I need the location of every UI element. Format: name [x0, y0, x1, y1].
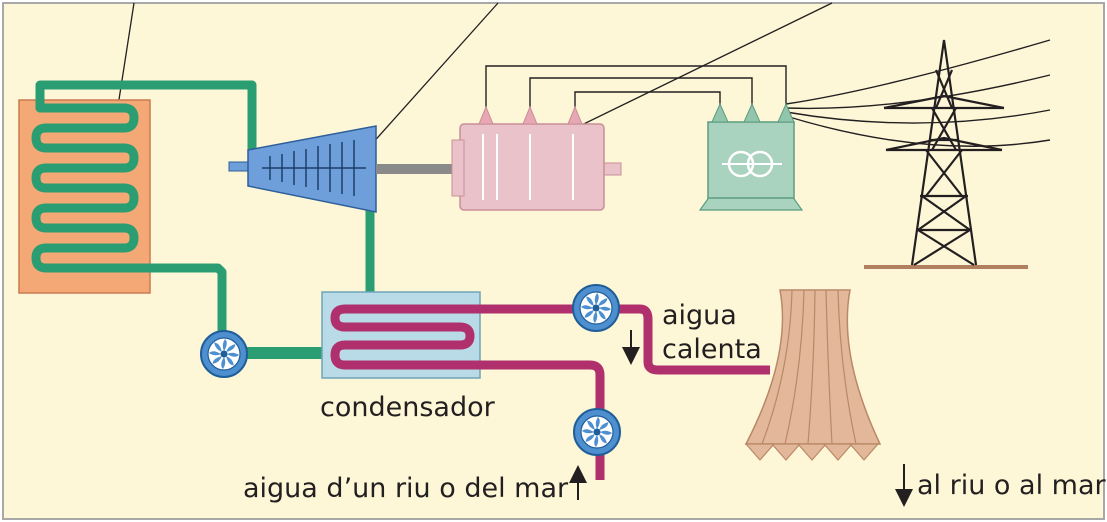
generator	[451, 105, 622, 211]
turbine-body	[247, 125, 377, 213]
pylon	[864, 39, 1028, 269]
condenser-coil	[330, 304, 770, 480]
leader-line-turbine	[361, 2, 499, 156]
transformer-coil-icon	[727, 150, 755, 178]
water-intake-label: aigua d’un riu o del mar	[243, 473, 569, 504]
generator-terminal	[522, 105, 538, 125]
cooling-tower	[744, 289, 882, 461]
cooling-water-circuit	[330, 304, 770, 480]
steam-turbine	[228, 125, 377, 213]
turbine-blades	[262, 140, 366, 196]
boiler-coil	[35, 80, 257, 163]
leader-line-generator	[556, 2, 833, 138]
boiler-coil-serpentine	[31, 103, 227, 357]
transformer-bushing	[711, 102, 729, 123]
hot-water-label-line1: aigua	[662, 300, 737, 331]
transformer-bushing	[743, 102, 761, 123]
transformer-body	[707, 121, 795, 199]
condenser-label: condensador	[320, 392, 496, 423]
water-return-label: al riu o al mar	[917, 470, 1107, 501]
generator-end-cap	[451, 139, 465, 197]
transformer-bushing	[777, 102, 795, 123]
steam-circuit	[31, 80, 375, 357]
intake-pump	[573, 408, 621, 456]
generator-terminal	[567, 105, 583, 125]
generator-body	[459, 123, 605, 211]
generator-terminal	[478, 105, 494, 125]
transformer-coil-icon	[746, 150, 774, 178]
feed-pump	[200, 330, 248, 378]
transformer	[698, 102, 804, 211]
turbine-shaft	[376, 164, 454, 174]
hot-water-pump	[572, 284, 620, 332]
power-wires	[485, 39, 1051, 147]
hot-water-label-line2: calenta	[662, 334, 762, 365]
